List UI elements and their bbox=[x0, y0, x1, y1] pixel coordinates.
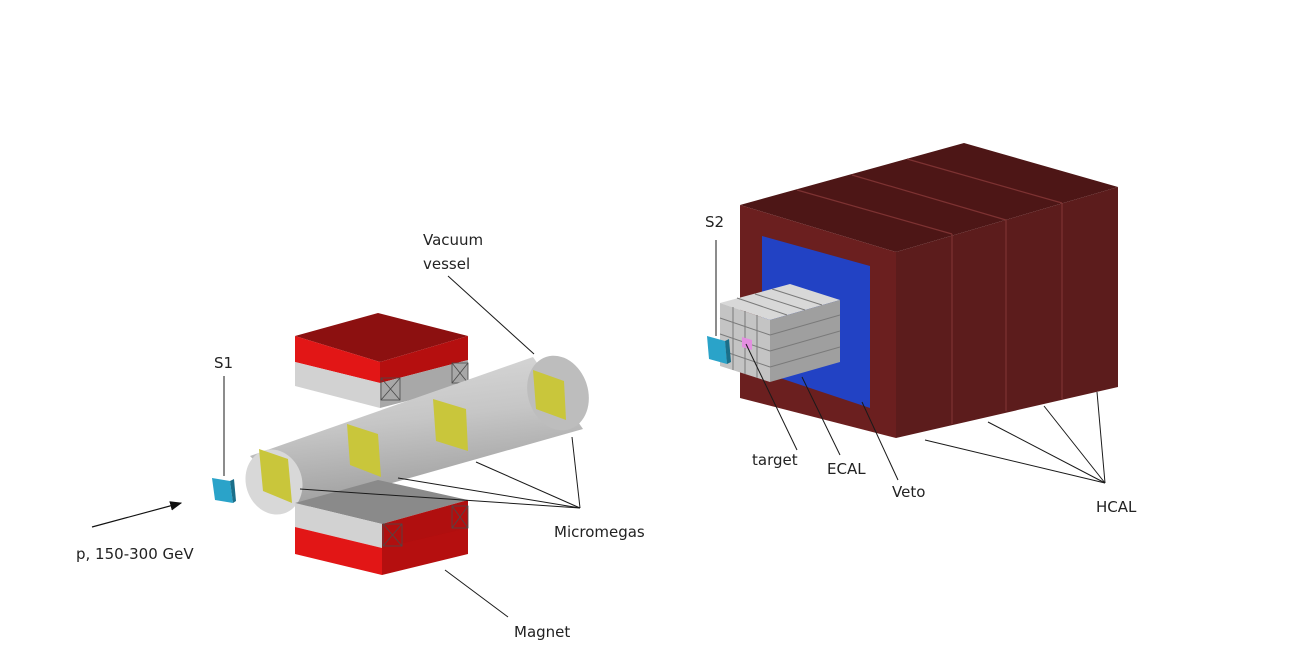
micromegas-plane bbox=[433, 399, 468, 451]
magnet-lower-side-red bbox=[382, 528, 468, 575]
s1-counter bbox=[212, 478, 236, 503]
label-veto: Veto bbox=[892, 483, 925, 501]
label-ecal: ECAL bbox=[827, 460, 866, 478]
micromegas-planes bbox=[259, 370, 566, 503]
micromegas-plane bbox=[259, 449, 292, 503]
s2-counter bbox=[707, 336, 731, 364]
label-vacuum-line1: Vacuum bbox=[423, 231, 483, 249]
target-block bbox=[742, 337, 752, 350]
ecal bbox=[719, 284, 841, 382]
magnet-upper-front-grey bbox=[295, 362, 380, 408]
micromegas-plane bbox=[347, 424, 381, 477]
leader-lines bbox=[91, 240, 1106, 618]
label-magnet: Magnet bbox=[514, 623, 570, 641]
magnet-upper bbox=[295, 313, 469, 408]
coil-cross-icon bbox=[380, 362, 469, 401]
hcal-module-dividers bbox=[796, 158, 1063, 424]
vessel-body bbox=[250, 357, 583, 509]
label-s2: S2 bbox=[705, 213, 724, 231]
magnet-upper-side-red bbox=[380, 336, 468, 383]
micromegas-plane bbox=[533, 370, 566, 420]
vacuum-vessel bbox=[245, 355, 589, 515]
magnet-upper-side-grey bbox=[380, 360, 468, 408]
label-s1: S1 bbox=[214, 354, 233, 372]
label-micromegas: Micromegas bbox=[554, 523, 645, 541]
magnet-lower-front-grey bbox=[295, 503, 382, 548]
magnet-upper-front-red bbox=[295, 336, 380, 383]
labels: Vacuum vessel S1 S2 p, 150-300 GeV Micro… bbox=[76, 213, 1137, 641]
arrow-right-icon bbox=[91, 501, 183, 528]
label-target: target bbox=[752, 451, 798, 469]
label-hcal: HCAL bbox=[1096, 498, 1137, 516]
magnet-lower bbox=[295, 480, 469, 575]
label-vacuum-line2: vessel bbox=[423, 255, 470, 273]
label-beam: p, 150-300 GeV bbox=[76, 545, 194, 563]
magnet-lower-front-red bbox=[295, 527, 382, 575]
ecal-cell-grid bbox=[719, 288, 841, 378]
magnet-upper-top bbox=[295, 313, 468, 362]
magnet-lower-top-grey bbox=[295, 480, 468, 524]
coil-cross-icon bbox=[382, 505, 469, 547]
magnet-lower-side-top bbox=[382, 500, 468, 550]
